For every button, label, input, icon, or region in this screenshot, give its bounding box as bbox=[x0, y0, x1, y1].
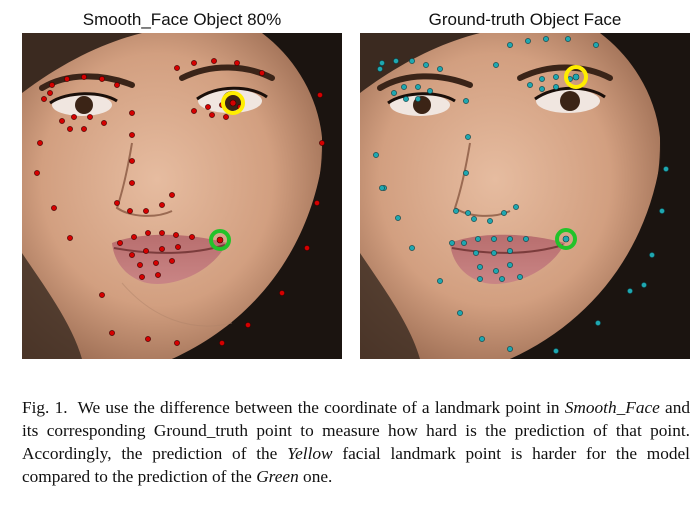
figure-label: Fig. 1. bbox=[22, 398, 68, 417]
hard-landmark-marker bbox=[221, 91, 245, 115]
caption-emphasis-green: Green bbox=[256, 467, 299, 486]
caption-emphasis-yellow: Yellow bbox=[287, 444, 333, 463]
ground-truth-face-image bbox=[360, 33, 690, 359]
caption-text-1: We use the difference between the coordi… bbox=[77, 398, 565, 417]
smooth-face-image bbox=[22, 33, 342, 359]
caption-text-2: and its corresponding Ground_truth point… bbox=[22, 398, 690, 463]
smooth-face-svg bbox=[22, 33, 342, 359]
right-panel-title: Ground-truth Object Face bbox=[428, 10, 622, 29]
hard-landmark-marker bbox=[564, 65, 588, 89]
caption-text-4: one. bbox=[298, 467, 333, 486]
figure-caption: Fig. 1. We use the difference between the… bbox=[22, 396, 690, 488]
ground-truth-face-svg bbox=[360, 33, 690, 359]
left-panel-title: Smooth_Face Object 80% bbox=[82, 10, 282, 29]
easy-landmark-marker bbox=[555, 228, 577, 250]
caption-emphasis-smooth-face: Smooth_Face bbox=[564, 398, 660, 417]
caption-text-3: facial landmark point is harder for the … bbox=[22, 444, 690, 486]
easy-landmark-marker bbox=[209, 229, 231, 251]
